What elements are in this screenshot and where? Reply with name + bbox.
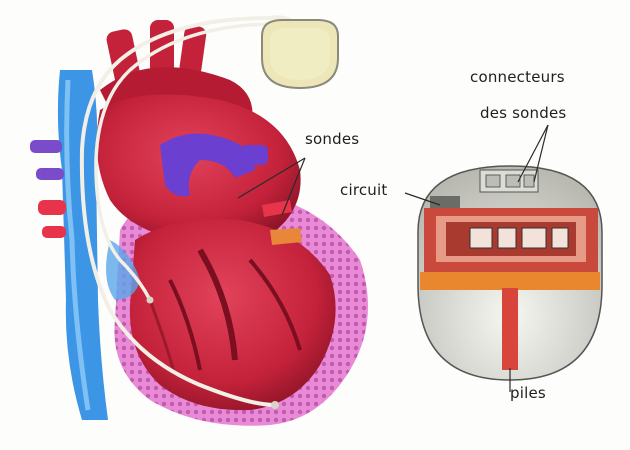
- label-circuit: circuit: [340, 183, 387, 198]
- label-connecteurs-line1: connecteurs: [470, 70, 565, 85]
- label-piles: piles: [510, 386, 546, 401]
- label-connecteurs-line2: des sondes: [480, 106, 566, 121]
- pacemaker-generator: [262, 20, 338, 88]
- label-sondes: sondes: [305, 132, 359, 147]
- pacemaker-cross-section: [418, 166, 602, 380]
- vena-cava: [30, 70, 108, 420]
